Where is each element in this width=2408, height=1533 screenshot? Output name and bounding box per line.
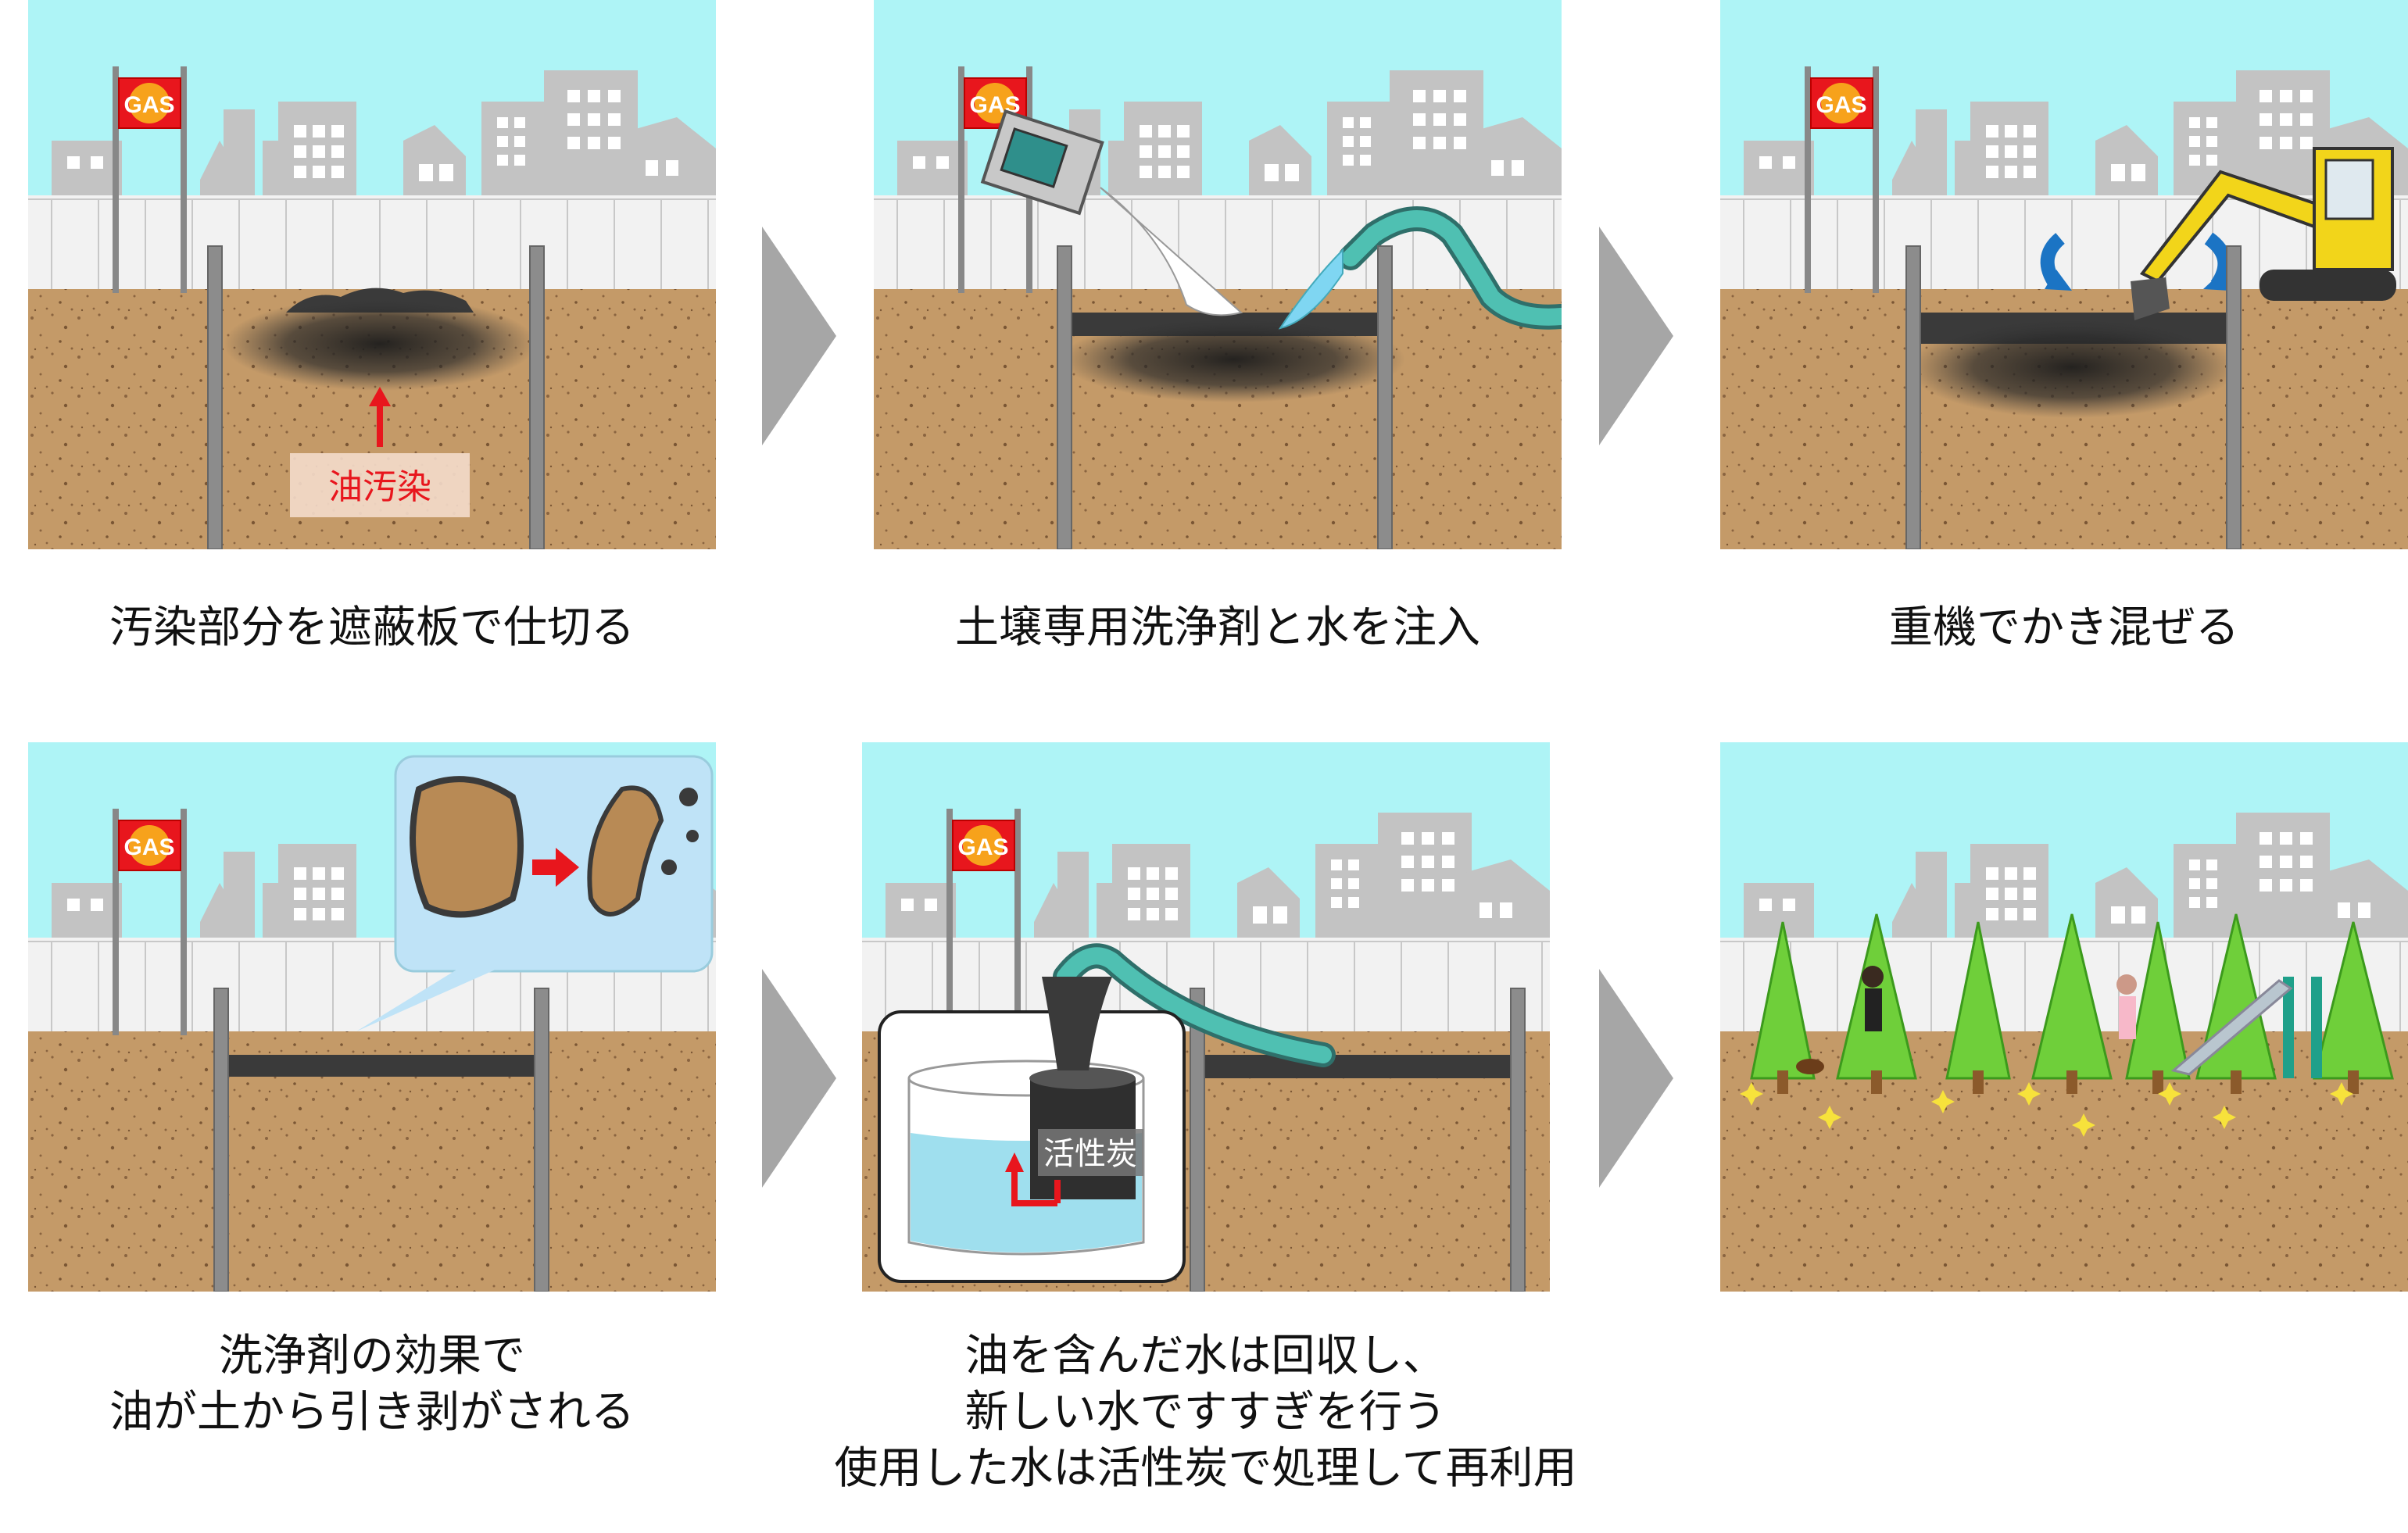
panel-5: GAS 活性炭 bbox=[862, 742, 1550, 1292]
panel-3-illustration: GAS bbox=[1720, 0, 2408, 549]
caption-line: 重機でかき混ぜる bbox=[1889, 602, 2239, 653]
panel-2-illustration: GAS bbox=[874, 0, 1562, 549]
caption-step-3: 重機でかき混ぜる bbox=[1720, 600, 2408, 656]
panel-2: GAS bbox=[874, 0, 1562, 549]
step-arrow-4 bbox=[1599, 969, 1673, 1188]
panel-1-illustration: GAS 油汚染 bbox=[28, 0, 716, 549]
gas-sign-text: GAS bbox=[957, 834, 1008, 860]
panel-6 bbox=[1720, 742, 2408, 1292]
gas-sign-text: GAS bbox=[123, 834, 174, 860]
caption-step-2: 土壌専用洗浄剤と水を注入 bbox=[874, 600, 1562, 656]
caption-line: 汚染部分を遮蔽板で仕切る bbox=[109, 602, 635, 653]
caption-line: 土壌専用洗浄剤と水を注入 bbox=[955, 602, 1480, 653]
panel-1: GAS 油汚染 bbox=[28, 0, 716, 549]
step-arrow-2 bbox=[1599, 227, 1673, 445]
step-arrow-1 bbox=[762, 227, 836, 445]
oil-contamination-label: 油汚染 bbox=[328, 467, 431, 507]
panel-4: GAS bbox=[28, 742, 716, 1292]
caption-step-1: 汚染部分を遮蔽板で仕切る bbox=[28, 600, 716, 656]
gas-sign-text: GAS bbox=[123, 92, 174, 118]
panel-4-illustration: GAS bbox=[28, 742, 716, 1292]
caption-step-4: 洗浄剤の効果で 油が土から引き剥がされる bbox=[28, 1328, 716, 1441]
activated-carbon-label: 活性炭 bbox=[1043, 1136, 1137, 1172]
panel-5-illustration: GAS 活性炭 bbox=[862, 742, 1550, 1292]
panel-6-illustration bbox=[1720, 742, 2408, 1292]
caption-line: 油が土から引き剥がされる bbox=[109, 1387, 635, 1438]
caption-step-5: 油を含んだ水は回収し、 新しい水ですすぎを行う 使用した水は活性炭で処理して再利… bbox=[782, 1328, 1630, 1497]
caption-line: 新しい水ですすぎを行う bbox=[964, 1387, 1447, 1438]
caption-line: 洗浄剤の効果で bbox=[219, 1331, 525, 1381]
caption-line: 油を含んだ水は回収し、 bbox=[964, 1331, 1447, 1381]
step-arrow-3 bbox=[762, 969, 836, 1188]
gas-sign-text: GAS bbox=[1816, 92, 1866, 118]
caption-line: 使用した水は活性炭で処理して再利用 bbox=[834, 1443, 1577, 1494]
panel-3: GAS bbox=[1720, 0, 2408, 549]
